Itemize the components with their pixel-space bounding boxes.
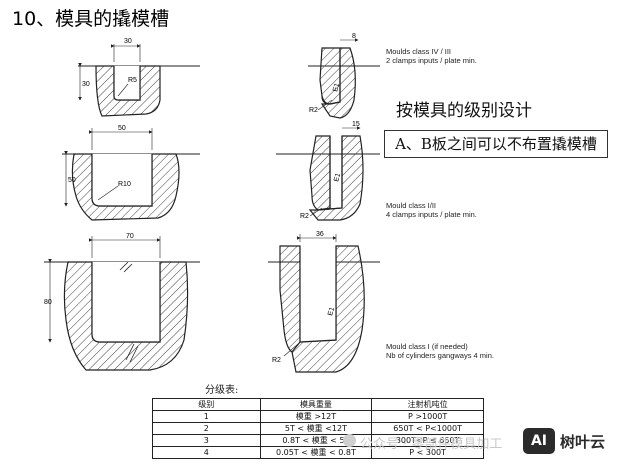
dim-slot2-width: 50 xyxy=(118,125,126,132)
dim-right2-radius: R2 xyxy=(300,213,309,220)
header-grade: 级别 xyxy=(152,398,261,411)
boxed-note: A、B板之间可以不布置撬模槽 xyxy=(384,130,608,158)
dim-right3-radius: R2 xyxy=(272,357,281,364)
dim-slot1-depth: 30 xyxy=(82,81,90,88)
dim-right2-angle: E1 xyxy=(333,172,342,182)
dim-right1-width: 8 xyxy=(352,33,356,40)
dim-slot1-width: 30 xyxy=(124,38,132,45)
table-row: 4 0.05T < 模重 < 0.8T P < 300T xyxy=(152,446,484,459)
dim-right1-radius: R2 xyxy=(309,107,318,114)
note-class-i-line1: Mould class I (if needed) xyxy=(386,342,468,351)
table-cell: P < 300T xyxy=(371,446,484,459)
table-cell: 4 xyxy=(152,446,261,459)
dim-slot3-width: 70 xyxy=(126,233,134,240)
dim-slot2-depth: 50 xyxy=(68,177,76,184)
table-cell: 1 xyxy=(152,410,261,423)
note-class-iv-iii: Moulds class IV / III 2 clamps inputs / … xyxy=(386,47,477,65)
note-class-iv-iii-line1: Moulds class IV / III xyxy=(386,47,452,56)
dim-right2-width: 15 xyxy=(352,121,360,128)
table-header-row: 级别 模具重量 注射机吨位 xyxy=(152,398,484,411)
note-class-i-line2: Nb of cylinders gangways 4 min. xyxy=(386,351,494,360)
right-slot-8-drawing xyxy=(308,38,380,119)
note-class-i-ii-line2: 4 clamps inputs / plate min. xyxy=(386,210,477,219)
slot-70-drawing xyxy=(44,236,200,371)
note-class-i: Mould class I (if needed) Nb of cylinder… xyxy=(386,342,494,360)
note-class-iv-iii-line2: 2 clamps inputs / plate min. xyxy=(386,56,477,65)
table-cell: 模重 >12T xyxy=(259,410,373,423)
header-mold-weight: 模具重量 xyxy=(259,398,373,411)
grade-table: 级别 模具重量 注射机吨位 1 模重 >12T P >1000T 2 5T < … xyxy=(152,398,484,459)
table-caption: 分级表: xyxy=(205,385,239,396)
table-cell: 3 xyxy=(152,434,261,447)
header-machine-tonnage: 注射机吨位 xyxy=(371,398,484,411)
dim-right3-width: 36 xyxy=(316,231,324,238)
note-class-i-ii-line1: Mould class I/II xyxy=(386,201,437,210)
dim-slot1-radius: R5 xyxy=(128,77,137,84)
table-cell: 0.05T < 模重 < 0.8T xyxy=(259,446,373,459)
table-row: 2 5T < 模重 <12T 650T < P<1000T xyxy=(152,422,484,435)
dim-right1-angle: E1 xyxy=(332,82,341,92)
section-heading: 按模具的级别设计 xyxy=(396,101,532,121)
right-slot-36-drawing xyxy=(268,234,380,373)
table-row: 1 模重 >12T P >1000T xyxy=(152,410,484,423)
logo-name: 树叶云 xyxy=(560,433,606,451)
watermark-icon xyxy=(343,434,356,447)
table-cell: 2 xyxy=(152,422,261,435)
table-cell: 5T < 模重 <12T xyxy=(259,422,373,435)
slot-50-drawing xyxy=(62,128,200,221)
page-title: 10、模具的撬模槽 xyxy=(12,8,170,30)
watermark-text: 公众号 · 零部件模具加工 xyxy=(360,437,503,452)
table-cell: P >1000T xyxy=(371,410,484,423)
logo-badge: AI xyxy=(523,428,555,454)
right-slot-15-drawing xyxy=(276,126,380,221)
note-class-i-ii: Mould class I/II 4 clamps inputs / plate… xyxy=(386,201,477,219)
dim-slot2-radius: R10 xyxy=(118,181,131,188)
dim-slot3-depth: 80 xyxy=(44,299,52,306)
dim-right3-angle: E1 xyxy=(327,306,336,316)
slot-30-drawing xyxy=(78,44,200,117)
